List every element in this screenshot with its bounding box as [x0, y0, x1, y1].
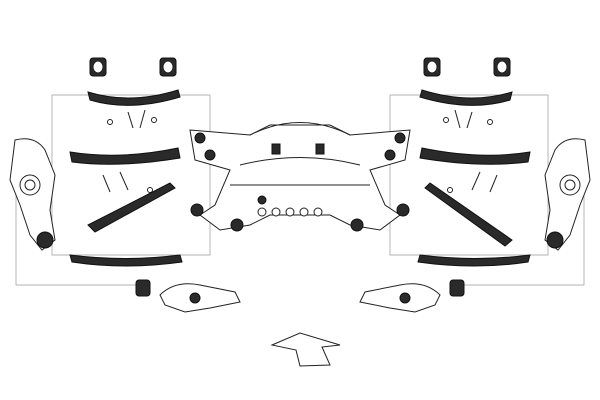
left-bolts-2 — [102, 171, 153, 193]
left-upper-arm — [87, 89, 181, 106]
right-side-parts — [359, 57, 591, 313]
arrow-up-icon — [270, 332, 341, 367]
left-toe-arm — [69, 147, 181, 165]
subframe — [189, 122, 411, 232]
left-bolts-1 — [107, 109, 157, 129]
left-lower-link — [69, 254, 183, 267]
left-trailing-link — [87, 182, 176, 233]
left-bushings-top — [89, 57, 177, 77]
left-bushing-bottom — [135, 279, 151, 297]
